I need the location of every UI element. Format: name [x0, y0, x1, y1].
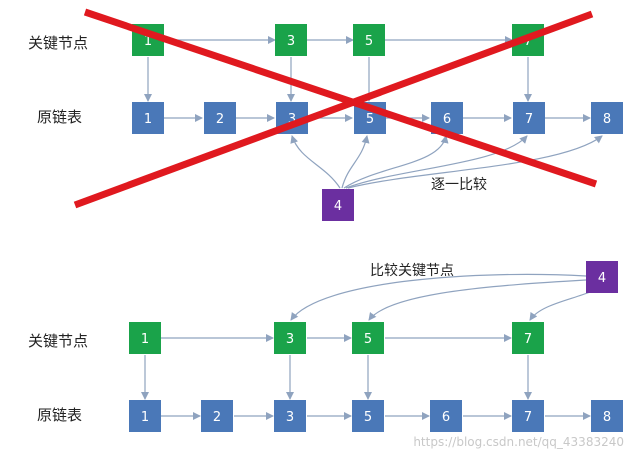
top-query-node-label: 4 [334, 199, 342, 214]
bottom-key-node-label: 3 [286, 332, 294, 347]
top-list-row-label: 原链表 [37, 108, 82, 126]
bottom-list-node-label: 6 [442, 410, 450, 425]
bottom-key-row-label: 关键节点 [28, 332, 88, 350]
bottom-compare-label: 比较关键节点 [370, 263, 454, 279]
top-list-node-label: 6 [443, 112, 451, 127]
bottom-key-node: 7 [512, 322, 544, 354]
bottom-key-node-label: 5 [364, 332, 372, 347]
watermark-text: https://blog.csdn.net/qq_43383240 [413, 435, 624, 449]
top-diagram: 关键节点 原链表 [28, 8, 623, 221]
bottom-list-node: 7 [512, 400, 544, 432]
top-list-node: 1 [132, 102, 164, 134]
bottom-key-node: 1 [129, 322, 161, 354]
bottom-list-node: 3 [274, 400, 306, 432]
top-list-node: 8 [591, 102, 623, 134]
top-list-node-label: 2 [216, 112, 224, 127]
top-query-node: 4 [322, 189, 354, 221]
bottom-list-node: 6 [430, 400, 462, 432]
bottom-list-node: 5 [352, 400, 384, 432]
bottom-query-node: 4 [586, 261, 618, 293]
top-key-node-label: 1 [144, 34, 152, 49]
bottom-list-node-label: 1 [141, 410, 149, 425]
bottom-list-node: 8 [591, 400, 623, 432]
bottom-list-node-label: 7 [524, 410, 532, 425]
bottom-key-node: 3 [274, 322, 306, 354]
top-key-node-label: 5 [365, 34, 373, 49]
top-key-node: 5 [353, 24, 385, 56]
bottom-list-node: 2 [201, 400, 233, 432]
bottom-query-node-label: 4 [598, 271, 606, 286]
top-compare-label: 逐一比较 [431, 177, 487, 193]
cross-out-mark [73, 8, 598, 209]
top-key-node-label: 3 [287, 34, 295, 49]
top-key-row-label: 关键节点 [28, 34, 88, 52]
bottom-diagram: 比较关键节点 关键节点 原链表 [28, 261, 623, 432]
top-list-node-label: 5 [366, 112, 374, 127]
bottom-list-nodes: 1 2 3 5 6 7 8 [129, 400, 623, 432]
bottom-key-node-label: 1 [141, 332, 149, 347]
top-list-node-label: 8 [603, 112, 611, 127]
bottom-key-node-label: 7 [524, 332, 532, 347]
bottom-list-row-label: 原链表 [37, 406, 82, 424]
top-list-node-label: 1 [144, 112, 152, 127]
top-list-node: 7 [513, 102, 545, 134]
bottom-list-node-label: 3 [286, 410, 294, 425]
bottom-connectors [141, 273, 591, 420]
top-list-node-label: 7 [525, 112, 533, 127]
top-key-node: 3 [275, 24, 307, 56]
top-key-node-label: 7 [524, 34, 532, 49]
bottom-list-node: 1 [129, 400, 161, 432]
bottom-list-node-label: 8 [603, 410, 611, 425]
top-list-node-label: 3 [288, 112, 296, 127]
top-list-node: 2 [204, 102, 236, 134]
bottom-key-nodes: 1 3 5 7 [129, 322, 544, 354]
bottom-list-node-label: 5 [364, 410, 372, 425]
bottom-key-node: 5 [352, 322, 384, 354]
bottom-list-node-label: 2 [213, 410, 221, 425]
